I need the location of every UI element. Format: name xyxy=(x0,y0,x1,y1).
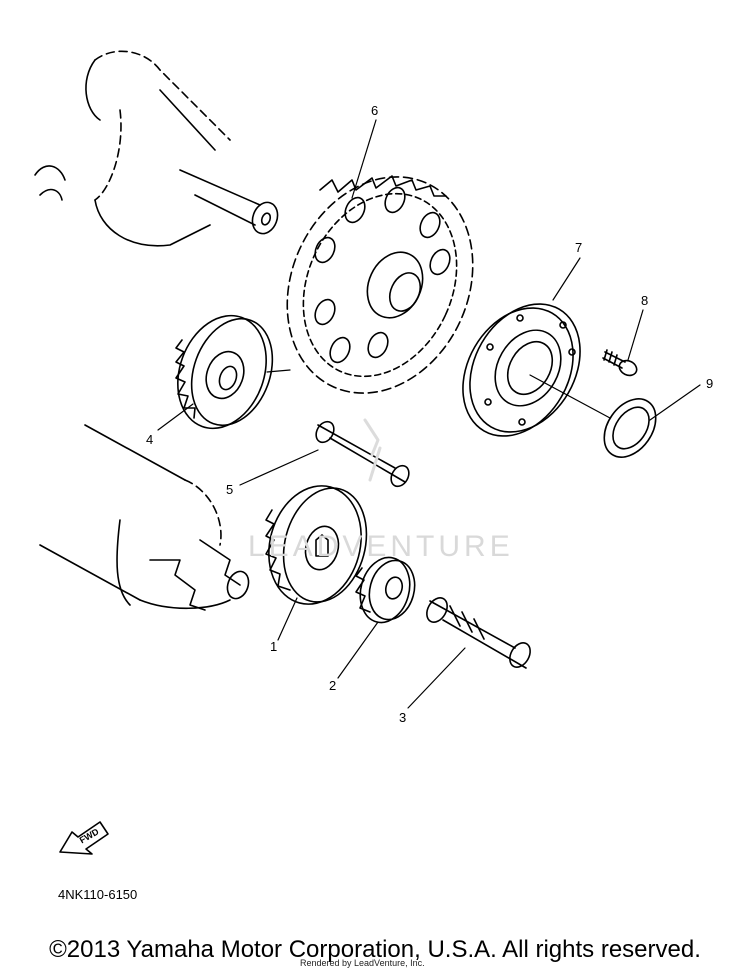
starter-housing-outline xyxy=(39,424,250,611)
watermark: LEADVENTURE xyxy=(248,530,514,563)
parts-diagram: LEADVENTURE FWD 1 2 3 4 5 6 7 8 9 xyxy=(34,50,713,855)
shaft-5 xyxy=(315,418,410,488)
callout-1[interactable]: 1 xyxy=(270,639,277,654)
gear-6 xyxy=(286,175,474,394)
fwd-arrow-icon xyxy=(59,821,109,855)
diagram-code: 4NK110-6150 xyxy=(58,887,138,902)
crankshaft-outline xyxy=(34,50,279,247)
callout-9[interactable]: 9 xyxy=(706,376,713,391)
callout-2[interactable]: 2 xyxy=(329,678,336,693)
gear-4 xyxy=(175,314,274,430)
gear-1 xyxy=(265,485,368,605)
callout-5[interactable]: 5 xyxy=(226,482,233,497)
gear-2 xyxy=(355,556,416,624)
copyright-text: ©2013 Yamaha Motor Corporation, U.S.A. A… xyxy=(49,936,701,963)
clutch-7 xyxy=(462,303,581,437)
callout-4[interactable]: 4 xyxy=(146,432,153,447)
rendered-by-text: Rendered by LeadVenture, Inc. xyxy=(300,958,425,968)
callout-8[interactable]: 8 xyxy=(641,293,648,308)
leader-lines xyxy=(157,119,701,709)
callout-6[interactable]: 6 xyxy=(371,103,378,118)
callout-3[interactable]: 3 xyxy=(399,710,406,725)
shaft-3 xyxy=(426,597,531,669)
washer-9 xyxy=(603,398,657,458)
bolt-8 xyxy=(602,349,638,377)
callout-7[interactable]: 7 xyxy=(575,240,582,255)
fwd-label: FWD xyxy=(78,826,101,845)
